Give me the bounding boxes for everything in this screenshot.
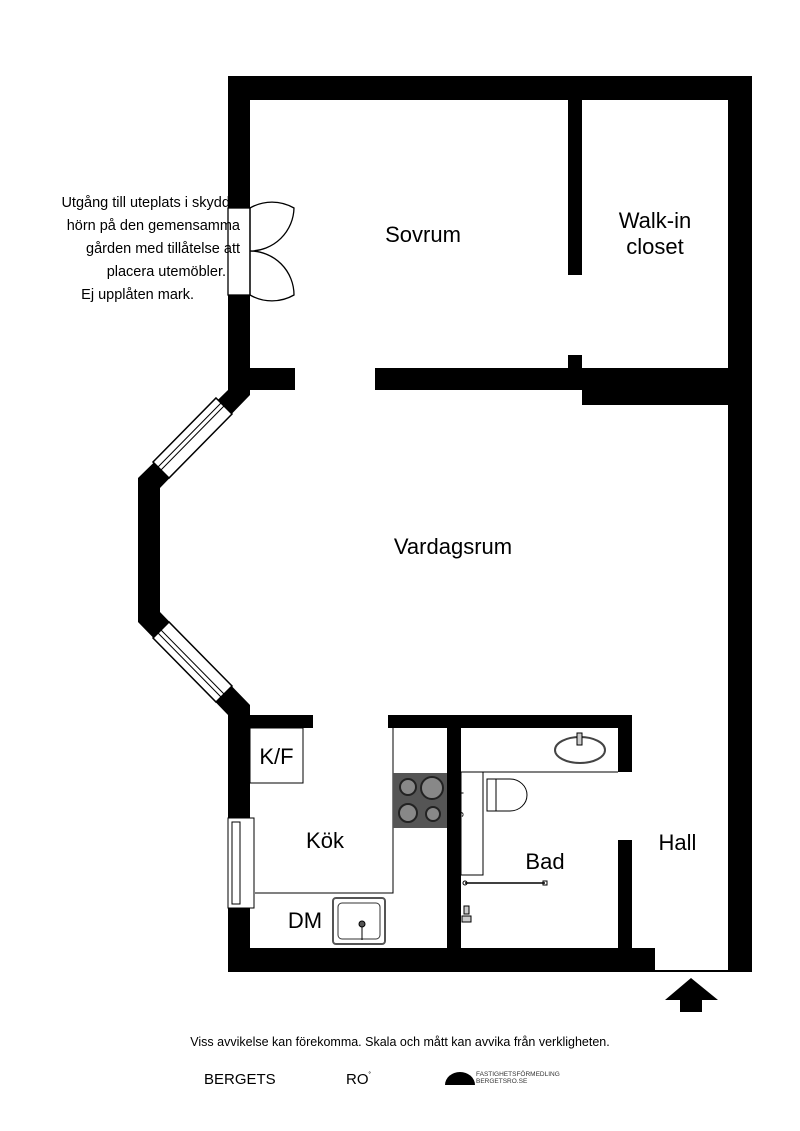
firm-line1: FASTIGHETSFÖRMEDLING bbox=[476, 1071, 560, 1078]
note-line: hörn på den gemensamma bbox=[66, 218, 240, 234]
wall-left-mid bbox=[228, 295, 250, 395]
room-vardagsrum: Vardagsrum bbox=[393, 534, 513, 559]
brand-mark: ˚ bbox=[368, 1071, 372, 1080]
wall-bath-left bbox=[447, 728, 461, 948]
firm-text: FASTIGHETSFÖRMEDLING BERGETSRO.SE bbox=[476, 1071, 560, 1085]
walkin-line2: closet bbox=[626, 234, 684, 259]
room-walkin-closet: Walk-in closet bbox=[582, 208, 728, 260]
window-kitchen bbox=[227, 817, 255, 909]
wall-bath-right-upper bbox=[618, 728, 632, 772]
wall-bottom bbox=[228, 948, 655, 972]
wall-sovrum-left bbox=[250, 368, 295, 390]
wall-top bbox=[228, 76, 752, 100]
kitchen-sink bbox=[332, 897, 386, 945]
room-sovrum: Sovrum bbox=[385, 222, 461, 247]
wall-kitchen-left-lower bbox=[228, 908, 250, 948]
shower-mixer bbox=[461, 905, 472, 923]
room-kf: K/F bbox=[259, 744, 294, 769]
note-line: placera utemöbler. bbox=[106, 264, 226, 280]
note-line: gården med tillåtelse att bbox=[86, 241, 240, 257]
firm-line2: BERGETSRO.SE bbox=[476, 1078, 528, 1085]
window-lower bbox=[151, 620, 234, 704]
wall-kitchen-left bbox=[228, 710, 250, 818]
entrance-threshold bbox=[655, 970, 728, 972]
wall-closet-stub bbox=[568, 355, 582, 368]
room-dm: DM bbox=[287, 908, 323, 933]
room-bad: Bad bbox=[525, 849, 565, 874]
patio-door[interactable] bbox=[227, 201, 295, 302]
walls bbox=[138, 76, 752, 972]
room-kok: Kök bbox=[306, 828, 344, 853]
brand-right: RO˚ bbox=[346, 1071, 371, 1088]
brand-ro: RO bbox=[346, 1071, 369, 1088]
walkin-line1: Walk-in bbox=[618, 208, 692, 233]
wall-bath-top bbox=[388, 715, 632, 728]
patio-note: Utgång till uteplats i skyddat hörn på d… bbox=[0, 192, 242, 307]
wall-right bbox=[728, 76, 752, 972]
wall-closet-bottom bbox=[582, 368, 752, 405]
wall-kitchen-top bbox=[228, 715, 313, 728]
wall-left-upper bbox=[228, 76, 250, 208]
brand-left: BERGETS bbox=[204, 1071, 276, 1088]
wall-closet-divider bbox=[568, 100, 582, 275]
toilet bbox=[486, 778, 528, 812]
stove bbox=[393, 773, 447, 828]
wall-bath-right-lower bbox=[618, 840, 632, 948]
disclaimer: Viss avvikelse kan förekomma. Skala och … bbox=[190, 1035, 610, 1049]
fridge-freezer bbox=[249, 727, 304, 784]
note-line: Utgång till uteplats i skyddat bbox=[61, 195, 242, 211]
storage-cabinet bbox=[460, 771, 484, 876]
room-hall: Hall bbox=[658, 830, 697, 855]
window-upper bbox=[151, 396, 234, 480]
wall-sovrum-right bbox=[375, 368, 582, 390]
note-line: Ej upplåten mark. bbox=[81, 287, 194, 303]
entrance-arrow-icon bbox=[665, 978, 718, 1012]
label-forvaringskap: Förvaringskåp bbox=[452, 788, 464, 858]
